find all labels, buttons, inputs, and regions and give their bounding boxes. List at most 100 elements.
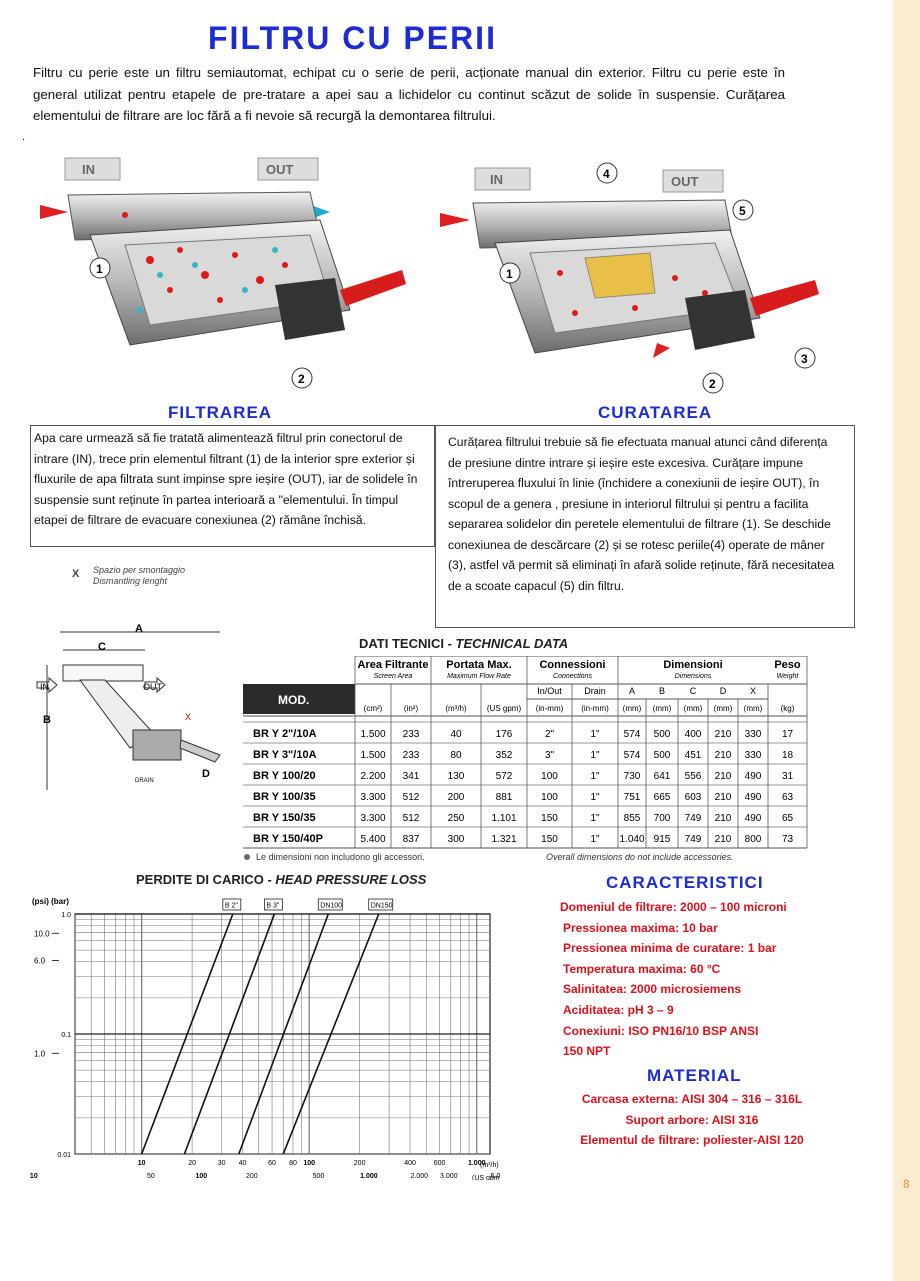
psi-tick: 6.0 — [34, 956, 46, 965]
x-tick-m3h: 60 — [268, 1160, 276, 1167]
model-name: BR Y 100/20 — [253, 770, 316, 782]
table-cell: 330 — [745, 729, 762, 740]
table-cell: 400 — [685, 729, 702, 740]
x-axis-label-gpm: (US gpm) — [472, 1175, 500, 1180]
group-header: Portata Max. — [446, 659, 511, 671]
callout-r5: 5 — [739, 204, 746, 218]
chart-title-it: PERDITE DI CARICO - — [136, 872, 276, 887]
table-cell: 837 — [403, 834, 420, 845]
y-axis-label: (psi) (bar) — [32, 897, 69, 906]
table-cell: 1" — [590, 834, 600, 845]
bar-tick: 0.1 — [61, 1032, 71, 1039]
x-tick-m3h: 100 — [303, 1160, 315, 1167]
table-cell: 1" — [590, 792, 600, 803]
table-cell: 881 — [496, 792, 513, 803]
table-cell: 210 — [715, 834, 732, 845]
curatarea-box: Curățarea filtrului trebuie să fie efect… — [435, 425, 855, 628]
series-label: B 3" — [266, 903, 280, 910]
table-cell: 233 — [403, 750, 420, 761]
out-label: OUT — [266, 162, 294, 177]
caracteristica-item: Pressionea maxima: 10 bar — [563, 920, 718, 935]
tech-title-en: TECHNICAL DATA — [455, 636, 569, 651]
series-line — [183, 913, 276, 1155]
group-header-en: Connections — [553, 673, 592, 680]
table-cell: 500 — [654, 750, 671, 761]
curatarea-title: CURATAREA — [598, 403, 713, 422]
table-cell: 210 — [715, 771, 732, 782]
table-cell: 641 — [654, 771, 671, 782]
filtration-illustration: IN OUT 1 2 — [40, 157, 406, 389]
inflow-arrow — [40, 205, 68, 219]
x-tick-m3h: 600 — [434, 1160, 446, 1167]
group-header: Dimensioni — [663, 659, 722, 671]
caracteristica-item: Pressionea minima de curatare: 1 bar — [563, 941, 777, 956]
table-cell: 1.500 — [360, 750, 385, 761]
unit-header: (mm) — [623, 704, 642, 713]
table-cell: 233 — [403, 729, 420, 740]
tech-title: DATI TECNICI - TECHNICAL DATA — [359, 636, 568, 651]
x-tick-gpm: 100 — [196, 1173, 208, 1180]
dim-x: X — [185, 712, 191, 722]
legend-line1: Spazio per smontaggio — [93, 565, 186, 575]
x-tick-gpm: 500 — [313, 1173, 325, 1180]
table-cell: 73 — [782, 834, 794, 845]
model-name: BR Y 3"/10A — [253, 749, 317, 761]
series-label: DN100 — [320, 903, 342, 910]
solid-particles — [122, 212, 288, 303]
filtrarea-box: Apa care urmează să fie tratată alimente… — [30, 425, 435, 547]
table-cell: 31 — [782, 771, 794, 782]
table-cell: 572 — [496, 771, 513, 782]
table-cell: 100 — [541, 771, 558, 782]
x-tick-m3h: 200 — [354, 1160, 366, 1167]
dim-drain: DRAIN — [135, 778, 154, 784]
group-header: Peso — [774, 659, 801, 671]
material-item: Elementul de filtrare: poliester-AISI 12… — [580, 1133, 804, 1148]
x-tick-m3h: 40 — [239, 1160, 247, 1167]
table-cell: 210 — [715, 813, 732, 824]
series-label-box — [317, 898, 343, 911]
table-cell: 730 — [624, 771, 641, 782]
caracteristici-list: Domeniul de filtrare: 2000 – 100 microni… — [560, 897, 787, 1062]
unit-header: (mm) — [684, 704, 703, 713]
caracteristica-item: Conexiuni: ISO PN16/10 BSP ANSI — [563, 1023, 759, 1038]
table-cell: 490 — [745, 792, 762, 803]
sub-header: D — [720, 686, 727, 696]
table-cell: 1.101 — [491, 813, 516, 824]
unit-header: (mm) — [744, 704, 763, 713]
table-cell: 3.300 — [360, 813, 385, 824]
table-cell: 2" — [545, 729, 555, 740]
legend-line2: Dismantling lenght — [93, 576, 168, 586]
table-cell: 300 — [448, 834, 465, 845]
unit-header: (mm) — [653, 704, 672, 713]
dim-C: C — [98, 641, 106, 653]
table-cell: 150 — [541, 834, 558, 845]
unit-header: (in-mm) — [536, 704, 564, 713]
caracteristica-item: Domeniul de filtrare: 2000 – 100 microni — [560, 900, 787, 914]
model-name: BR Y 100/35 — [253, 791, 316, 803]
x-tick-gpm: 3.000 — [440, 1173, 458, 1180]
table-cell: 855 — [624, 813, 641, 824]
table-cell: 130 — [448, 771, 465, 782]
table-cell: 451 — [685, 750, 702, 761]
table-cell: 1.321 — [491, 834, 516, 845]
x-tick-gpm: 200 — [246, 1173, 258, 1180]
table-cell: 1" — [590, 813, 600, 824]
sub-header: B — [659, 686, 665, 696]
tech-title-it: DATI TECNICI - — [359, 636, 456, 651]
unit-header: (mm) — [714, 704, 733, 713]
table-cell: 210 — [715, 750, 732, 761]
chart-title-en: HEAD PRESSURE LOSS — [275, 872, 427, 887]
callout-r4: 4 — [603, 167, 610, 181]
table-cell: 500 — [654, 729, 671, 740]
stray-dot: . — [22, 131, 26, 143]
table-cell: 2.200 — [360, 771, 385, 782]
unit-header: (in-mm) — [581, 704, 609, 713]
x-tick-m3h: 10 — [138, 1160, 146, 1167]
table-cell: 250 — [448, 813, 465, 824]
filtrarea-text: Apa care urmează să fie tratată alimente… — [34, 431, 418, 527]
table-cell: 150 — [541, 813, 558, 824]
table-cell: 1.500 — [360, 729, 385, 740]
series-label-box — [368, 898, 394, 911]
table-cell: 18 — [782, 750, 794, 761]
table-cell: 1" — [590, 750, 600, 761]
